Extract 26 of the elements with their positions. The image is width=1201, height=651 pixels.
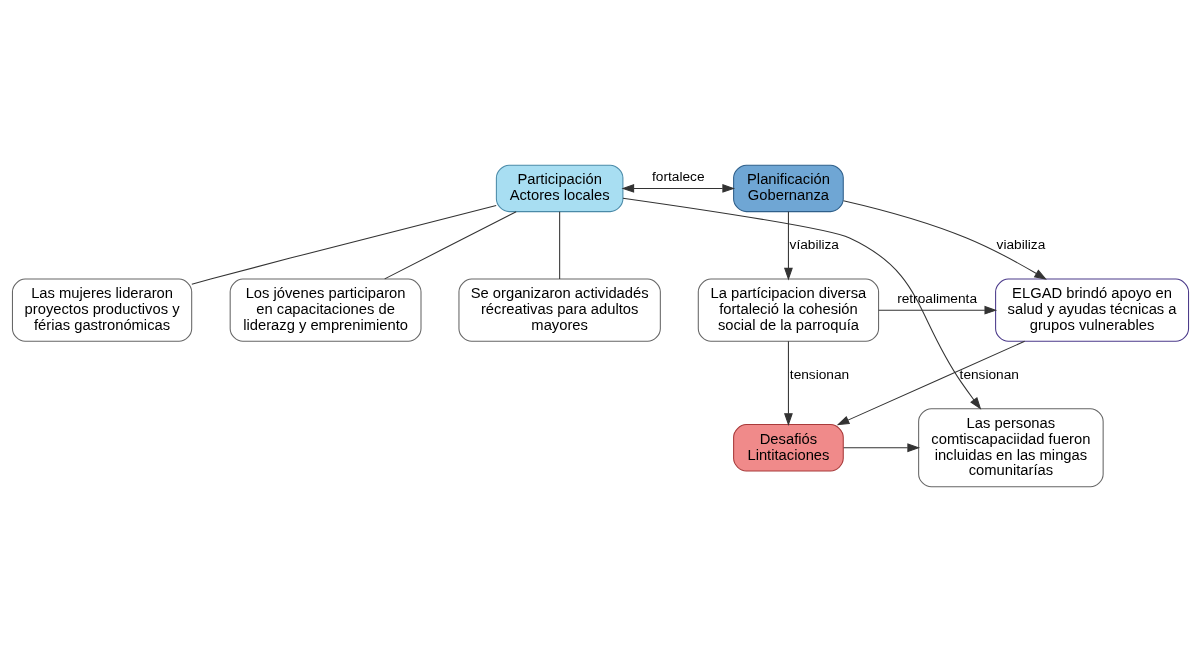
- node-box: La partícipacion diversa fortaleció la cohesión social de la parroquía: [697, 278, 880, 342]
- edge-label: tensionan: [959, 366, 1019, 382]
- edge-label: viabiliza: [996, 236, 1046, 252]
- node-box: Se organizaron actividadés récreativas para adultos mayores: [458, 278, 661, 342]
- arrow: [836, 340, 1026, 425]
- connector: [559, 210, 561, 279]
- node-box: ELGAD brindó apoyo en salud y ayudas técnicas a grupos vulnerables: [995, 278, 1190, 342]
- node-box: Participación Actores locales: [495, 164, 624, 212]
- node-box: Los jóvenes participaron en capacitaciones de liderazg y emprenimiento: [229, 278, 422, 342]
- edge-label: víabiliza: [789, 236, 839, 252]
- node-box: Las mujeres lideraron proyectos productivos y férias gastronómicas: [11, 278, 193, 342]
- node-box: Las personas comtiscapaciidad fueron incluidas en las mingas comunitarías: [918, 407, 1104, 487]
- arrow: [784, 340, 793, 426]
- arrow: [784, 210, 793, 280]
- arrow: [878, 305, 998, 315]
- connector: [191, 204, 497, 285]
- connector: [384, 210, 517, 279]
- node-box: Planificación Gobernanza: [733, 164, 844, 212]
- node-box: Desafiós Lintitaciones: [733, 423, 844, 471]
- arrow: [843, 442, 921, 452]
- edge-label: tensionan: [789, 366, 850, 382]
- arrow: [621, 183, 736, 193]
- arrow: [622, 197, 982, 410]
- edge-label: fortalece: [652, 168, 705, 184]
- edge-label: retroalimenta: [897, 290, 978, 306]
- arrow: [842, 199, 1047, 280]
